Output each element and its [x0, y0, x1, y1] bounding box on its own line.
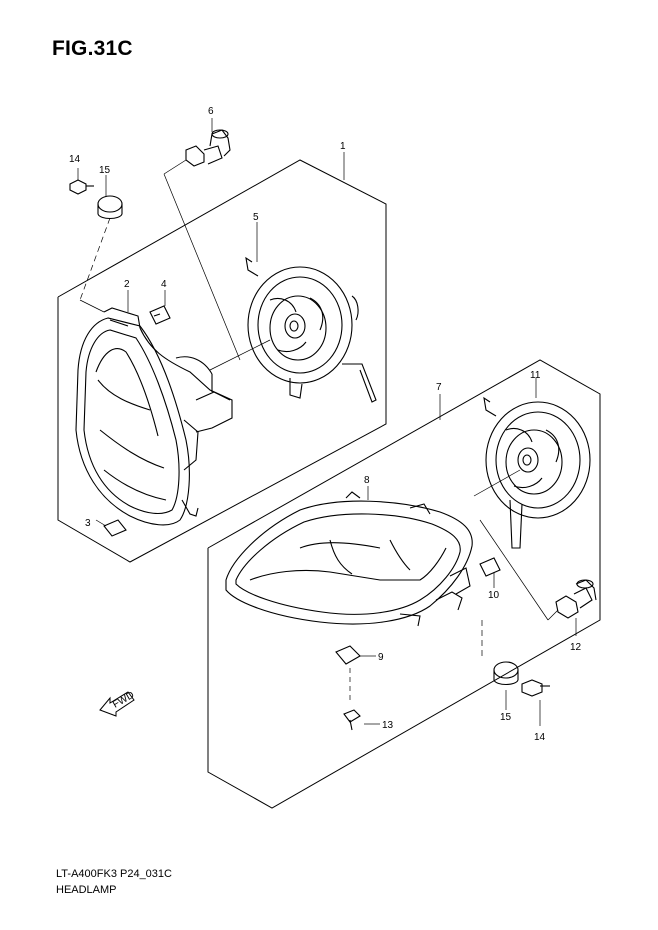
lower-clips: [335, 557, 501, 731]
upper-assembly-panel: [57, 159, 387, 563]
callout-1: 1: [340, 141, 346, 152]
upper-leaders: [77, 118, 345, 527]
callout-3: 3: [85, 518, 91, 529]
figure-title: FIG.31C: [52, 37, 133, 60]
lower-bulb: [555, 579, 597, 619]
figure-name: HEADLAMP: [56, 884, 117, 896]
callout-13: 13: [382, 720, 394, 731]
lower-socket-cover: [483, 396, 591, 549]
lower-screw-grommet: [493, 661, 550, 697]
forward-direction-arrow: FWD: [99, 690, 136, 717]
callout-9: 9: [378, 652, 384, 663]
callout-14-lower: 14: [534, 732, 546, 743]
upper-headlamp-unit: [75, 307, 233, 526]
callout-15-lower: 15: [500, 712, 512, 723]
callout-10: 10: [488, 590, 500, 601]
callout-2: 2: [124, 279, 130, 290]
upper-clips: [103, 305, 171, 537]
lower-headlamp-unit: [225, 491, 473, 627]
figure-code: LT-A400FK3 P24_031C: [56, 868, 172, 880]
upper-bulb: [185, 129, 231, 167]
upper-screw-grommet: [69, 179, 123, 220]
callout-12: 12: [570, 642, 582, 653]
lower-assembly-panel: [207, 359, 601, 809]
callout-15-upper: 15: [99, 165, 111, 176]
callout-5: 5: [253, 212, 259, 223]
upper-socket-cover: [245, 256, 377, 403]
lower-leaders: [349, 378, 577, 726]
callout-11: 11: [530, 370, 541, 381]
callout-8: 8: [364, 475, 370, 486]
callout-7: 7: [436, 382, 442, 393]
callout-4: 4: [161, 279, 167, 290]
callout-14-upper: 14: [69, 154, 81, 165]
callout-6: 6: [208, 106, 214, 117]
